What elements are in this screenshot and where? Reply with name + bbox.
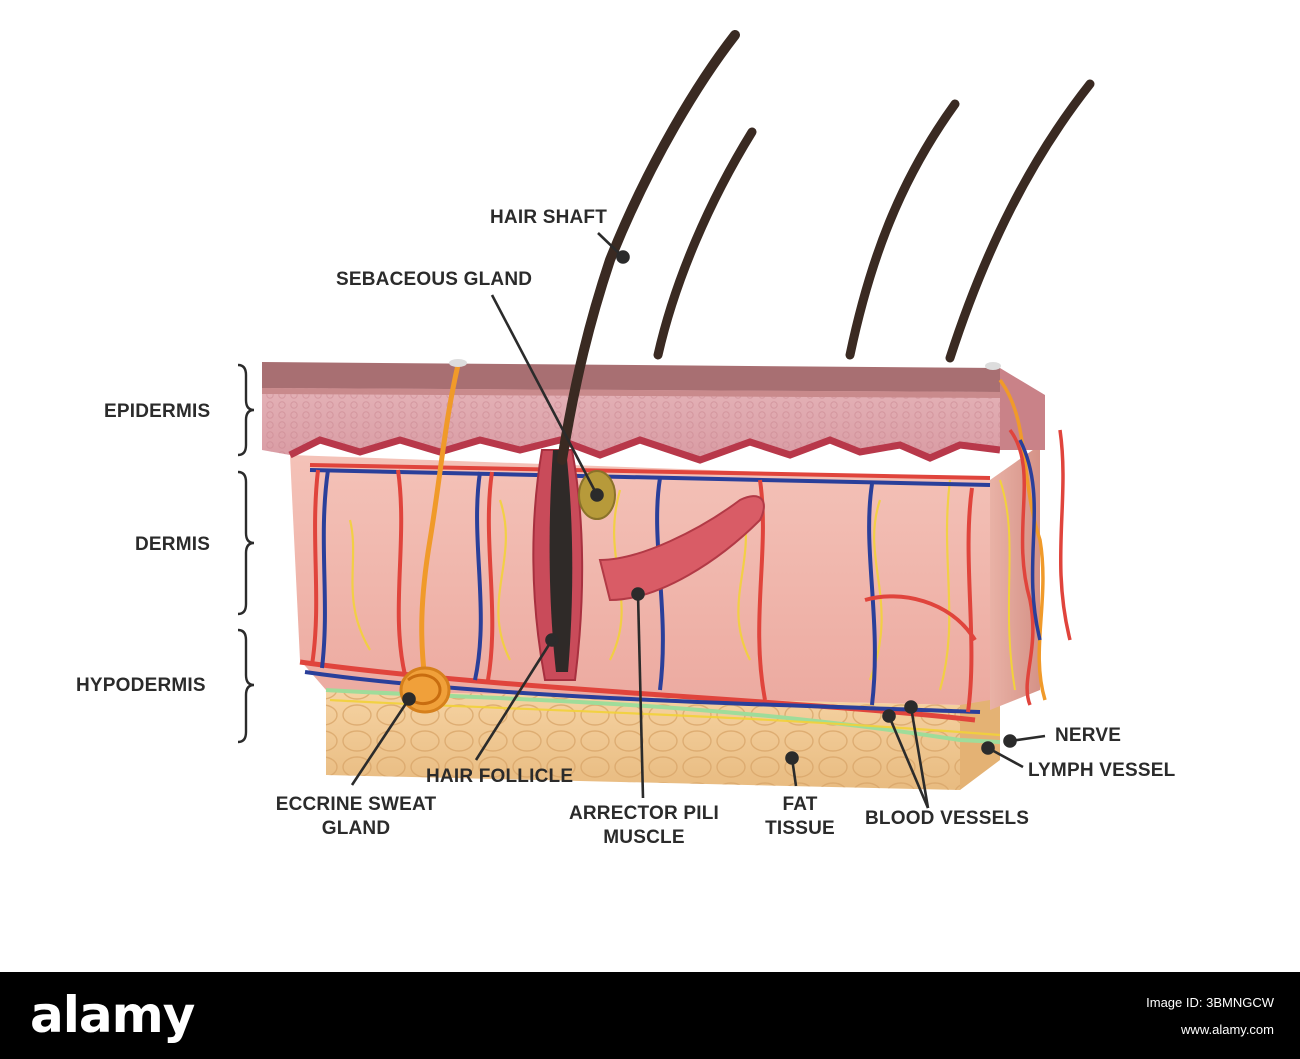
label-arrector-pili-line1: ARRECTOR PILI bbox=[568, 803, 720, 824]
hair-follicle-structure bbox=[532, 449, 616, 681]
label-blood-vessels: BLOOD VESSELS bbox=[865, 808, 1030, 829]
label-epidermis: EPIDERMIS bbox=[104, 401, 211, 422]
sebaceous-gland-leader bbox=[490, 294, 599, 496]
skin-cross-section-illustration bbox=[237, 30, 1095, 809]
arrector-pili-leader bbox=[636, 593, 645, 799]
label-hypodermis: HYPODERMIS bbox=[76, 675, 206, 696]
leader-lines bbox=[350, 232, 1046, 809]
image-id-text: Image ID: 3BMNGCW bbox=[1146, 995, 1274, 1010]
blood-vessel-leader-2 bbox=[909, 706, 930, 809]
side-vessel-network bbox=[998, 378, 1072, 706]
label-fat-tissue-line1: FAT bbox=[782, 794, 818, 815]
epidermis-brace bbox=[237, 363, 255, 457]
label-lymph-vessel: LYMPH VESSEL bbox=[1028, 760, 1176, 781]
label-eccrine-sweat-gland-line2: GLAND bbox=[321, 818, 391, 839]
blood-vessels bbox=[299, 463, 991, 723]
label-hair-shaft: HAIR SHAFT bbox=[490, 207, 608, 228]
pore-icon bbox=[985, 362, 1001, 370]
skin-diagram: HAIR SHAFT SEBACEOUS GLAND EPIDERMIS DER… bbox=[76, 30, 1176, 850]
label-eccrine-sweat-gland: ECCRINE SWEAT GLAND bbox=[246, 793, 466, 841]
dermis-brace bbox=[237, 470, 255, 616]
label-eccrine-sweat-gland-line1: ECCRINE SWEAT bbox=[275, 794, 437, 815]
arrector-pili-muscle bbox=[598, 495, 765, 602]
label-fat-tissue-line2: TISSUE bbox=[765, 818, 835, 839]
label-fat-tissue: FAT TISSUE bbox=[750, 793, 850, 841]
label-arrector-pili-line2: MUSCLE bbox=[603, 827, 685, 848]
label-arrector-pili-muscle: ARRECTOR PILI MUSCLE bbox=[554, 802, 734, 850]
layer-braces bbox=[237, 363, 255, 744]
alamy-logo: alamy bbox=[30, 986, 195, 1044]
label-nerve: NERVE bbox=[1055, 725, 1122, 746]
sweat-gland-leader bbox=[350, 698, 411, 786]
hair-follicle-leader bbox=[474, 639, 554, 761]
label-dermis: DERMIS bbox=[135, 534, 211, 555]
epidermis-layer bbox=[262, 362, 1045, 464]
stock-footer-bar: alamy Image ID: 3BMNGCW www.alamy.com bbox=[0, 972, 1300, 1059]
pore-icon bbox=[449, 359, 467, 367]
blood-vessel-leader-1 bbox=[887, 715, 930, 809]
label-sebaceous-gland: SEBACEOUS GLAND bbox=[336, 269, 533, 290]
hypodermis-layer bbox=[326, 690, 1000, 790]
hypodermis-brace bbox=[237, 628, 255, 744]
site-url-text: www.alamy.com bbox=[1181, 1022, 1274, 1037]
hair-shafts bbox=[557, 30, 1095, 465]
label-hair-follicle: HAIR FOLLICLE bbox=[426, 766, 574, 787]
